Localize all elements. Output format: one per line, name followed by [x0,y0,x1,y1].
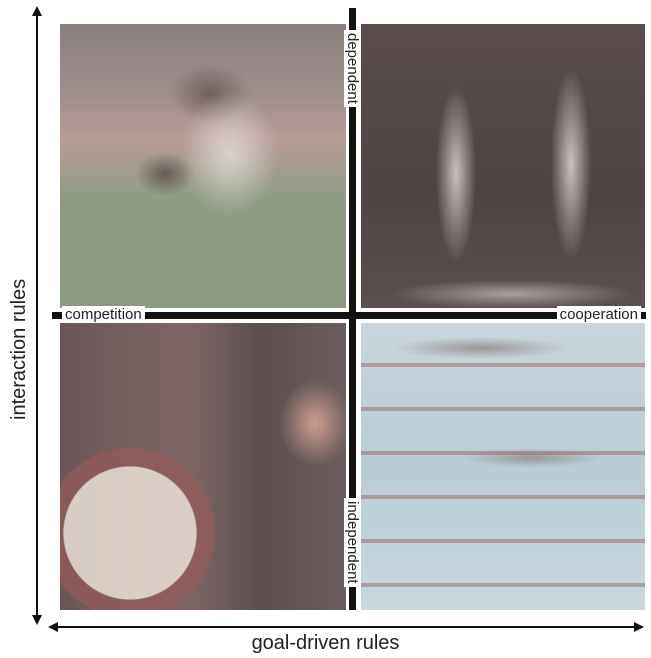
outer-horizontal-axis [56,626,636,628]
photo-acrobatic-pyramid [361,24,645,308]
label-cooperation: cooperation [556,306,641,323]
photo-swimming-race [361,323,645,610]
label-dependent: dependent [344,30,361,107]
outer-vertical-axis [36,14,38,617]
photo-darts-player [60,323,346,610]
arrow-right-icon [634,622,644,632]
arrow-down-icon [32,615,42,625]
arrow-left-icon [48,622,58,632]
label-independent: independent [344,498,361,587]
label-competition: competition [62,306,145,323]
x-axis-title: goal-driven rules [251,632,400,654]
vertical-axis-line [349,8,356,610]
photo-rugby-tackle [60,24,346,308]
y-axis-title: interaction rules [8,278,30,420]
arrow-up-icon [32,6,42,16]
